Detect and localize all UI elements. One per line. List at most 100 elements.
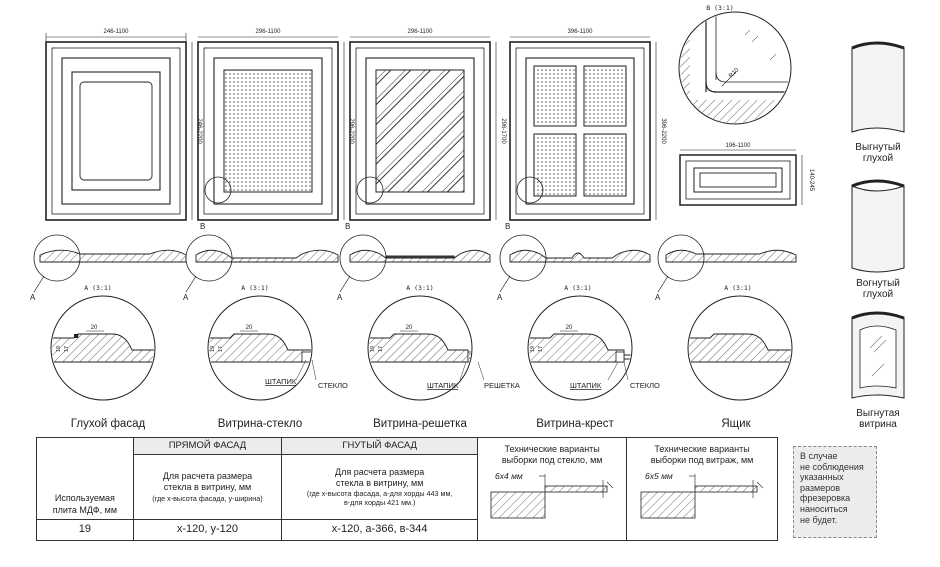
view-a-label-4: A (3:1) bbox=[564, 284, 591, 292]
label-shtapik-3: ШТАПИК bbox=[427, 381, 459, 390]
profile-strip-4 bbox=[499, 234, 651, 293]
dim-20-3: 20 bbox=[406, 325, 413, 331]
caption-blind: Глухой фасад bbox=[71, 418, 146, 430]
profile-strip-1 bbox=[33, 234, 187, 293]
dim-20-2: 20 bbox=[246, 325, 253, 331]
straight-desc-1: Для расчета размера bbox=[162, 471, 253, 482]
straight-desc-cell: Для расчета размера стекла в витрину, мм… bbox=[132, 453, 283, 520]
curved-desc-1: Для расчета размера bbox=[335, 466, 425, 477]
section-a-3: 20 19 17 bbox=[367, 295, 485, 401]
marker-a-3: A bbox=[337, 293, 343, 302]
view-a-label-5: A (3:1) bbox=[724, 284, 751, 292]
vitrazh-title-2: выборки под витраж, мм bbox=[650, 455, 754, 466]
notice-line-7: не будет. bbox=[800, 514, 838, 525]
door-lattice-height: 296-1700 bbox=[500, 118, 506, 144]
label-shtapik-2: ШТАПИК bbox=[265, 377, 297, 386]
dim-19-2: 19 bbox=[210, 346, 216, 352]
marker-a-1: A bbox=[30, 293, 36, 302]
notice-line-3: указанных bbox=[800, 472, 844, 483]
mdf-value: 19 bbox=[36, 518, 134, 542]
dim-19-3: 19 bbox=[370, 346, 376, 352]
dim-20-4: 20 bbox=[566, 325, 573, 331]
curved-header: ГНУТЫЙ ФАСАД bbox=[281, 437, 479, 455]
glass-dim: 6х4 мм bbox=[495, 471, 523, 481]
vitrazh-options-cell: Технические варианты выборки под витраж,… bbox=[626, 437, 778, 541]
straight-desc-2: стекла в витрину, мм bbox=[163, 482, 252, 493]
view-a-label-1: A (3:1) bbox=[84, 284, 111, 292]
spec-table: Используемая плита МДФ, мм ПРЯМОЙ ФАСАД … bbox=[36, 437, 778, 542]
glass-title-1: Технические варианты bbox=[504, 444, 600, 454]
dim-17-4: 17 bbox=[538, 346, 544, 352]
notice-line-1: В случае bbox=[800, 451, 838, 461]
door-blind-width: 246-1100 bbox=[104, 29, 130, 35]
curved-convex-vitrine bbox=[851, 311, 905, 399]
glass-title-2: выборки под стекло, мм bbox=[501, 455, 603, 466]
door-blind-height: 246-2200 bbox=[196, 118, 202, 144]
section-a-5 bbox=[687, 295, 793, 401]
curved-3-line1: Выгнутая bbox=[856, 408, 899, 419]
notice-line-4: размеров bbox=[800, 482, 841, 493]
drawer-front: 196-1100 140-245 bbox=[679, 143, 814, 206]
view-a-label-2: A (3:1) bbox=[241, 284, 268, 292]
marker-b-2: B bbox=[200, 222, 205, 231]
profile-strip-3 bbox=[339, 234, 491, 293]
glass-recess-diagram: 6х4 мм bbox=[490, 471, 614, 518]
label-shtapik-4: ШТАПИК bbox=[570, 381, 602, 390]
dim-19-1: 19 bbox=[56, 346, 62, 352]
curved-desc-2: стекла в витрину, мм bbox=[335, 477, 424, 488]
mdf-label-cell: Используемая плита МДФ, мм bbox=[36, 437, 134, 520]
section-a-1: 20 19 17 bbox=[50, 295, 156, 401]
marker-a-2: A bbox=[183, 293, 189, 302]
label-steklo-2: СТЕКЛО bbox=[318, 381, 348, 390]
notice-line-6: наноситься bbox=[800, 504, 848, 515]
dim-17-3: 17 bbox=[378, 346, 384, 352]
caption-lattice: Витрина-решетка bbox=[373, 418, 467, 430]
curved-value: х-120, а-366, в-344 bbox=[281, 518, 479, 542]
caption-glass: Витрина-стекло bbox=[218, 418, 302, 430]
straight-header: ПРЯМОЙ ФАСАД bbox=[132, 437, 283, 455]
caption-cross: Витрина-крест bbox=[536, 418, 614, 430]
curved-desc-cell: Для расчета размера стекла в витрину, мм… bbox=[281, 453, 479, 520]
dim-19-4: 19 bbox=[530, 346, 536, 352]
marker-b-4: B bbox=[505, 222, 510, 231]
marker-b-3: B bbox=[345, 222, 350, 231]
door-glass: 296-1100 296-2200 bbox=[197, 29, 354, 221]
door-lattice: 296-1100 296-1700 bbox=[349, 29, 506, 221]
curved-concave-blind bbox=[851, 179, 905, 273]
caption-drawer: Ящик bbox=[721, 418, 751, 430]
section-a-4: 20 19 17 bbox=[527, 295, 633, 401]
door-glass-width: 296-1100 bbox=[256, 29, 282, 35]
label-reshetka: РЕШЕТКА bbox=[484, 381, 520, 390]
milling-notice: В случае не соблюдения указанных размеро… bbox=[793, 446, 877, 538]
door-cross: 396-1100 396-2200 bbox=[509, 29, 666, 221]
view-a-label-3: A (3:1) bbox=[406, 284, 433, 292]
mdf-label-2: плита МДФ, мм bbox=[52, 504, 118, 515]
profile-strip-2 bbox=[185, 234, 339, 293]
dim-20-1: 20 bbox=[91, 325, 98, 331]
vitrazh-recess-diagram: 6х5 мм bbox=[640, 471, 764, 518]
curved-2-line2: глухой bbox=[863, 289, 893, 300]
drawer-height: 140-245 bbox=[808, 169, 814, 192]
label-steklo-4: СТЕКЛО bbox=[630, 381, 660, 390]
door-glass-height: 296-2200 bbox=[348, 118, 354, 144]
dim-17-2: 17 bbox=[218, 346, 224, 352]
view-b-label: B (3:1) bbox=[706, 4, 733, 12]
drawer-width: 196-1100 bbox=[726, 143, 752, 149]
marker-a-4: A bbox=[497, 293, 503, 302]
marker-a-5: A bbox=[655, 293, 661, 302]
door-cross-width: 396-1100 bbox=[568, 29, 594, 35]
curved-3-line2: витрина bbox=[859, 419, 897, 430]
detail-b: R10 bbox=[678, 11, 792, 125]
curved-note-2: в-для хорды 421 мм.) bbox=[343, 498, 416, 508]
profile-strip-5 bbox=[657, 234, 797, 293]
straight-note: (где х-высота фасада, у-ширина) bbox=[152, 493, 263, 503]
dim-17-1: 17 bbox=[64, 346, 70, 352]
notice-line-2: не соблюдения bbox=[800, 461, 864, 472]
glass-options-cell: Технические варианты выборки под стекло,… bbox=[477, 437, 628, 541]
notice-line-5: фрезеровка bbox=[800, 493, 851, 504]
straight-value: х-120, у-120 bbox=[132, 518, 283, 542]
curved-1-line1: Выгнутый bbox=[855, 142, 900, 153]
mdf-label-1: Используемая bbox=[54, 493, 115, 504]
vitrazh-dim: 6х5 мм bbox=[645, 471, 673, 481]
